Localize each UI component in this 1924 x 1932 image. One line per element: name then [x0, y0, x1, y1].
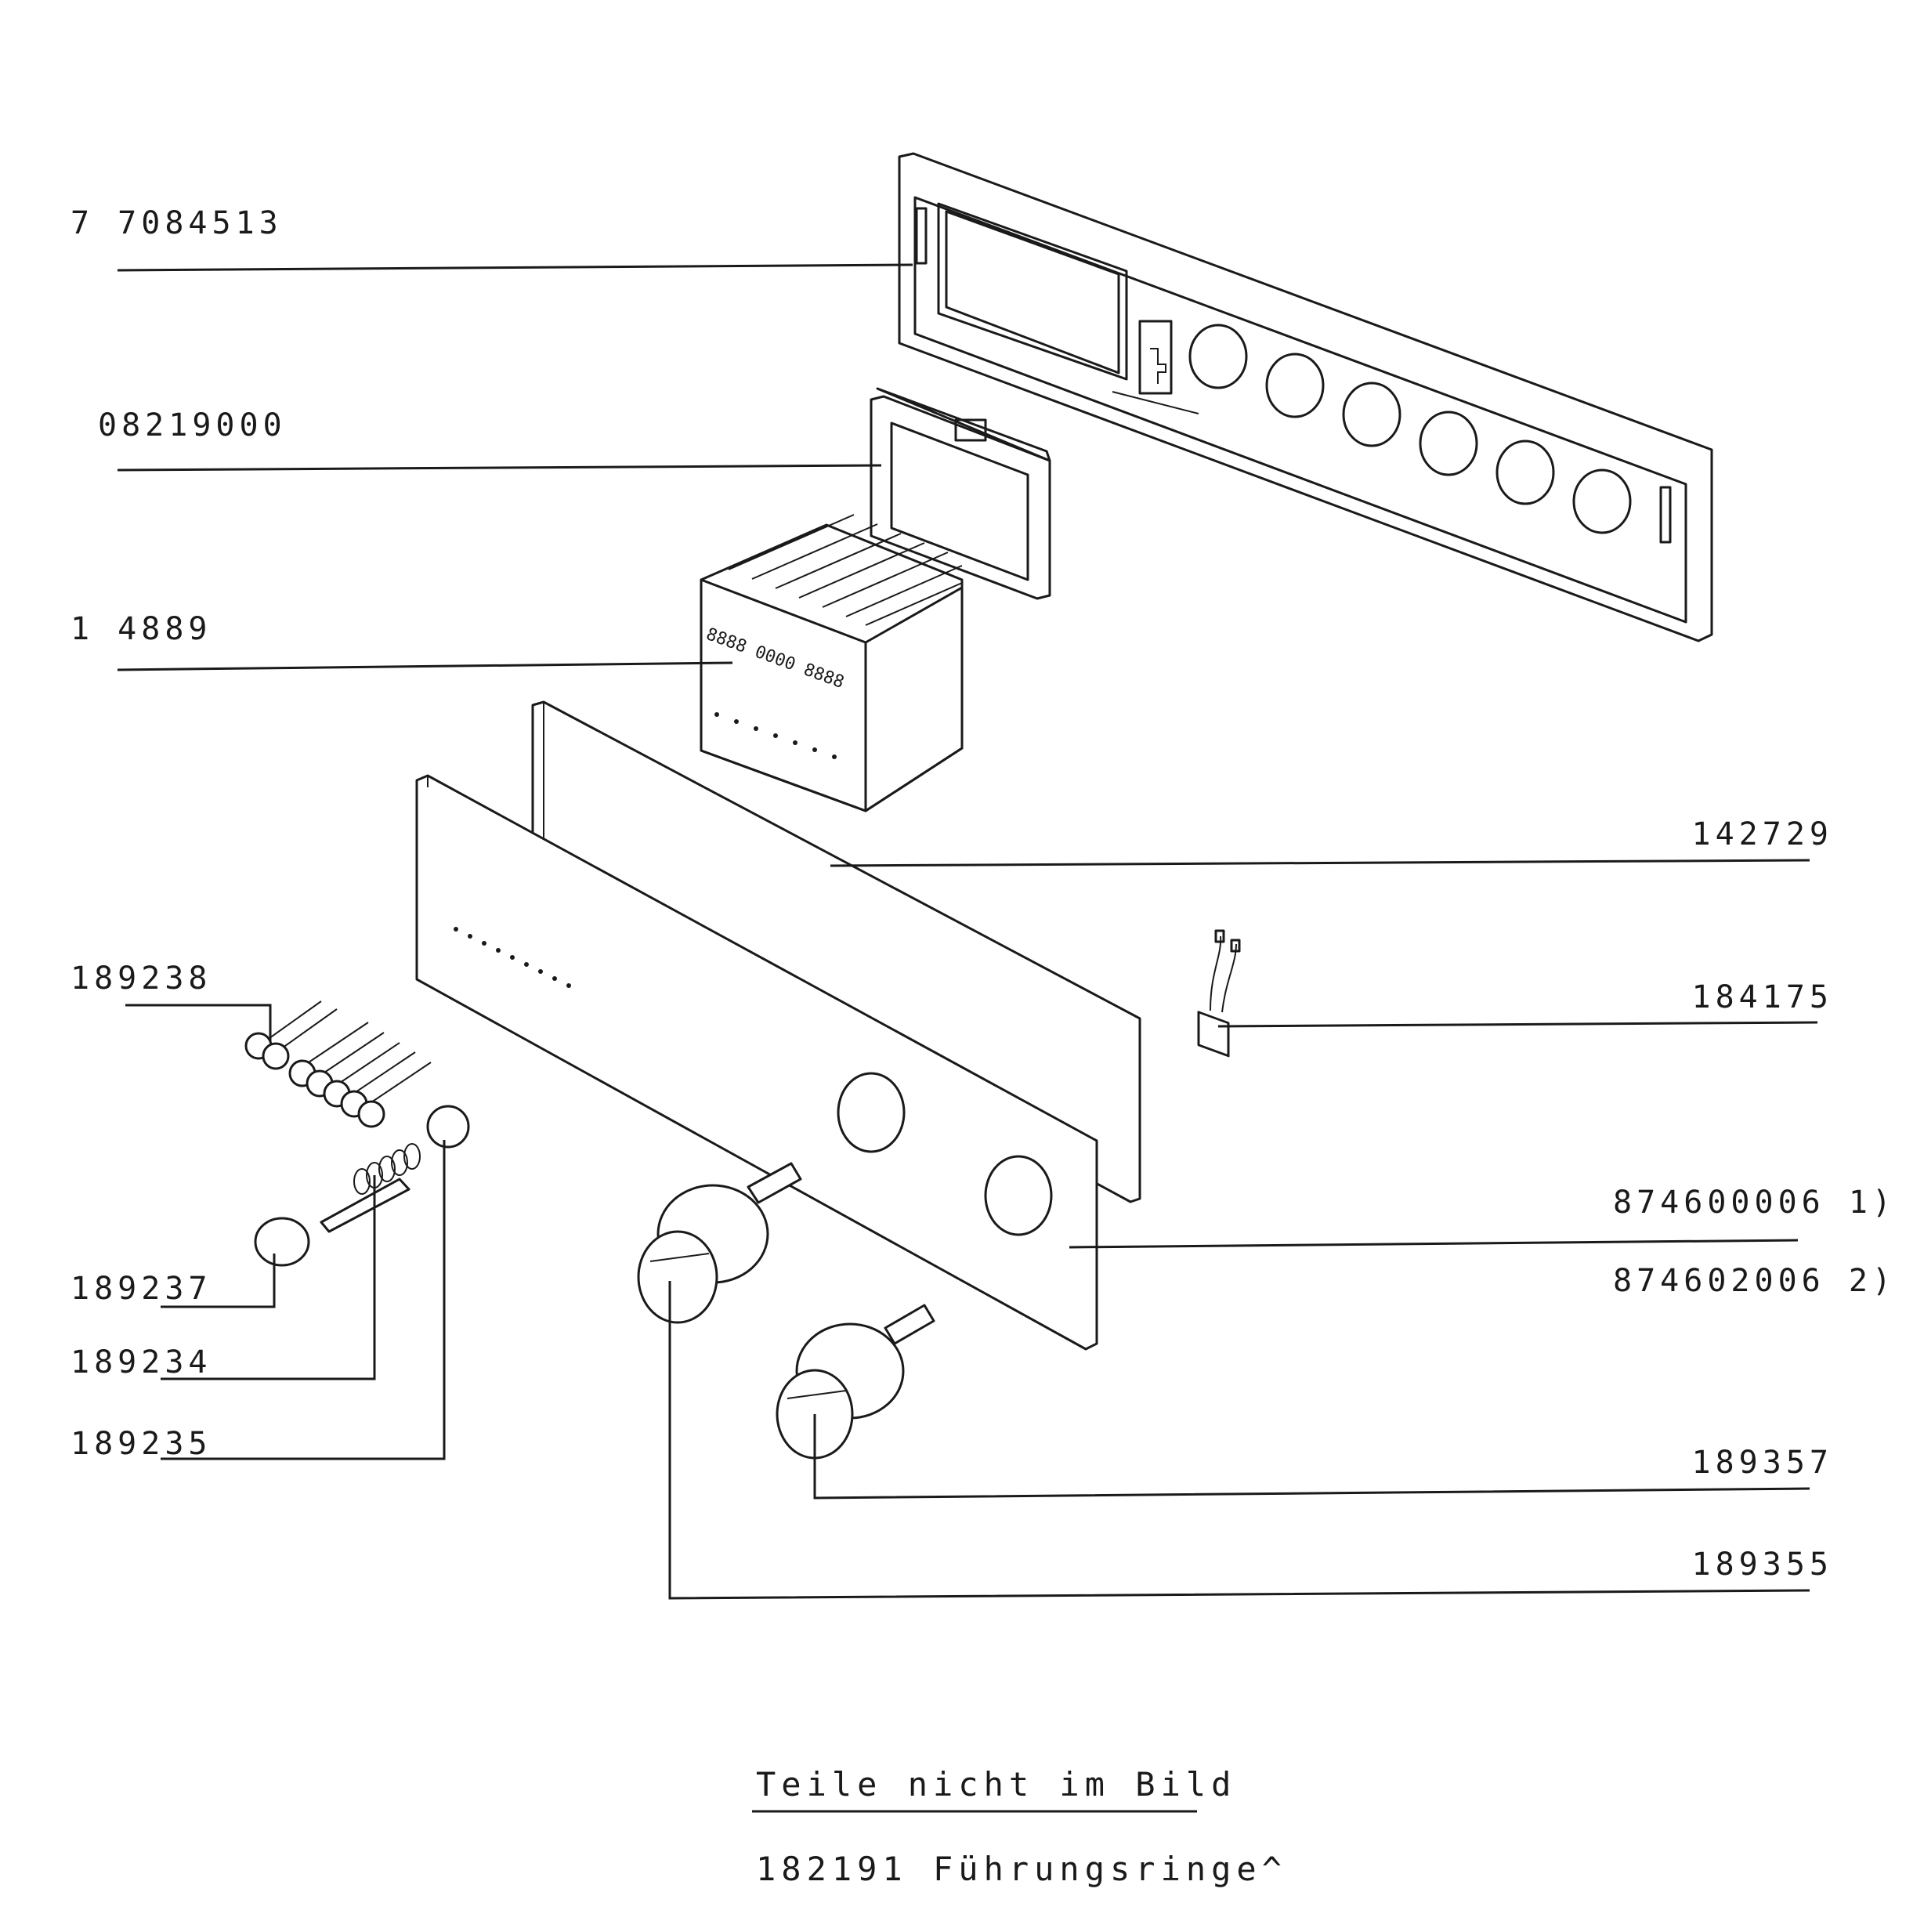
label-spring: 189234	[71, 1344, 212, 1380]
label-panel-frame: 7 7084513	[71, 205, 283, 241]
label-display-frame: 08219000	[98, 407, 287, 443]
wire-connector	[1197, 929, 1241, 1058]
labels-right: 142729 184175 874600006 1) 874602006 2) …	[1613, 816, 1896, 1583]
display-module: 8888 0000 8888	[700, 514, 964, 812]
control-panel-frame	[898, 152, 1713, 642]
knob-large	[637, 1162, 802, 1324]
labels-left: 7 7084513 08219000 1 4889 189238 189237 …	[71, 205, 287, 1462]
label-glass-strip: 142729	[1692, 816, 1834, 852]
notes-item: 182191 Führungsringe^	[756, 1850, 1287, 1888]
label-cap: 189235	[71, 1426, 212, 1462]
push-buttons	[244, 1000, 432, 1128]
notes-heading: Teile nicht im Bild	[756, 1765, 1236, 1804]
label-knob-large: 189355	[1692, 1547, 1834, 1583]
front-panel	[415, 774, 1098, 1351]
leader-lines	[117, 263, 1818, 1600]
label-push-buttons: 189238	[71, 961, 212, 997]
display-frame	[870, 387, 1051, 600]
notes: Teile nicht im Bild 182191 Führungsringe…	[752, 1765, 1287, 1888]
label-display-module: 1 4889	[71, 611, 212, 647]
label-front-panel-1: 874600006 1)	[1613, 1185, 1896, 1221]
knob-small	[776, 1304, 935, 1460]
label-wire-connector: 184175	[1692, 979, 1834, 1015]
label-knob-small: 189357	[1692, 1445, 1834, 1481]
label-plunger: 189237	[71, 1271, 212, 1307]
plunger-assembly	[254, 1105, 470, 1267]
label-front-panel-2: 874602006 2)	[1613, 1263, 1896, 1299]
